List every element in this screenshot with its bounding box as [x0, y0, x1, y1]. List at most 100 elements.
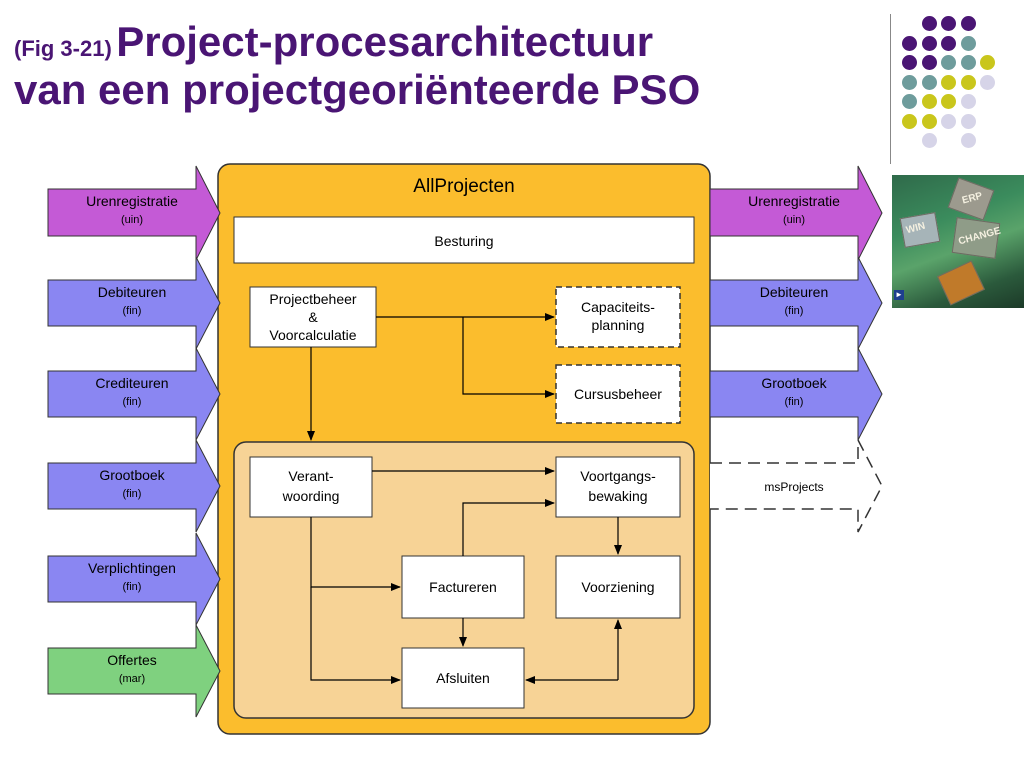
- input-name: Debiteuren: [98, 284, 167, 300]
- voortgang-line2: bewaking: [588, 488, 647, 504]
- decorative-dot: [921, 133, 937, 148]
- input-arrow-shape: [47, 624, 221, 718]
- input-arrow-crediteuren: Crediteuren (fin): [47, 347, 221, 441]
- decorative-dot: [960, 133, 976, 148]
- decorative-dot: [941, 113, 956, 129]
- projectbeheer-line2: &: [308, 309, 318, 325]
- input-arrow-offertes: Offertes (mar): [47, 624, 221, 718]
- input-name: Offertes: [107, 652, 157, 668]
- factureren-label: Factureren: [429, 579, 497, 595]
- output-name: msProjects: [764, 480, 823, 494]
- input-sub: (mar): [119, 673, 145, 685]
- input-sub: (fin): [123, 488, 142, 500]
- voortgang-line1: Voortgangs-: [580, 468, 656, 484]
- decorative-dot: [902, 35, 917, 51]
- decorative-dot: [960, 94, 976, 109]
- cursusbeheer-label: Cursusbeheer: [574, 386, 662, 402]
- decorative-dot: [921, 74, 937, 90]
- input-arrow-urenregistratie: Urenregistratie (uin): [47, 165, 221, 261]
- decorative-dot: [921, 94, 937, 109]
- input-arrow-shape: [47, 439, 221, 533]
- output-arrow-shape: [709, 256, 883, 350]
- voorziening-box: [555, 555, 681, 619]
- cursusbeheer-box: [555, 364, 681, 424]
- decorative-dot: [921, 113, 937, 129]
- output-arrow-shape: [709, 347, 883, 441]
- input-sub: (fin): [123, 396, 142, 408]
- decorative-dot: [980, 74, 995, 90]
- output-arrow-shape: [709, 165, 883, 261]
- output-sub: (fin): [785, 305, 804, 317]
- besturing-label: Besturing: [434, 233, 493, 249]
- figure-number: (Fig 3-21): [14, 36, 112, 61]
- input-arrow-shape: [47, 256, 221, 350]
- decorative-dot: [902, 113, 917, 129]
- decorative-dot: [921, 55, 937, 70]
- play-icon[interactable]: ►: [894, 290, 904, 300]
- decorative-dot: [960, 113, 976, 129]
- output-name: Urenregistratie: [748, 193, 840, 209]
- output-arrow-grootboek: Grootboek (fin): [709, 347, 883, 441]
- input-arrow-verplichtingen: Verplichtingen (fin): [47, 532, 221, 626]
- output-sub: (fin): [785, 396, 804, 408]
- input-arrow-shape: [47, 165, 221, 261]
- connectors: [307, 313, 622, 684]
- left-inputs: Urenregistratie (uin) Debiteuren (fin) C…: [47, 165, 221, 718]
- verantwoording-line2: woording: [282, 488, 340, 504]
- verantwoording-box: [249, 456, 373, 518]
- decorative-dot: [941, 74, 956, 90]
- input-name: Grootboek: [99, 467, 165, 483]
- decorative-dot: [960, 35, 976, 51]
- decorative-dot: [902, 94, 917, 109]
- decorative-dot: [902, 74, 917, 90]
- voorziening-label: Voorziening: [581, 579, 654, 595]
- input-name: Verplichtingen: [88, 560, 176, 576]
- output-arrow-msprojects: msProjects: [710, 439, 883, 533]
- input-sub: (uin): [121, 214, 143, 226]
- arrow-projectbeheer-cursus: [462, 317, 555, 398]
- decorative-dot: [980, 55, 995, 70]
- input-arrow-shape: [47, 532, 221, 626]
- projectbeheer-line3: Voorcalculatie: [269, 327, 356, 343]
- decorative-dot: [902, 55, 917, 70]
- afsluiten-label: Afsluiten: [436, 670, 490, 686]
- projectbeheer-box: [249, 286, 377, 348]
- input-sub: (fin): [123, 581, 142, 593]
- system-title: AllProjecten: [413, 176, 514, 197]
- title-line2: van een projectgeoriënteerde PSO: [14, 66, 701, 114]
- capaciteit-line1: Capaciteits-: [581, 299, 655, 315]
- projectbeheer-line1: Projectbeheer: [269, 291, 357, 307]
- capaciteit-line2: planning: [592, 317, 645, 333]
- output-arrow-urenregistratie: Urenregistratie (uin): [709, 165, 883, 261]
- decorative-dot: [941, 35, 956, 51]
- factureren-box: [401, 555, 525, 619]
- slide-title: (Fig 3-21) Project-procesarchitectuur va…: [14, 18, 700, 115]
- decorative-dot: [941, 16, 956, 31]
- besturing-box: [233, 216, 695, 264]
- title-main: Project-procesarchitectuur: [116, 18, 654, 65]
- input-arrow-debiteuren: Debiteuren (fin): [47, 256, 221, 350]
- erp-puzzle-image: ERP WIN CHANGE ►: [892, 175, 1024, 308]
- arrow-factureren-voortgang: [462, 499, 555, 556]
- decorative-dot: [921, 16, 937, 31]
- decorative-dot: [921, 35, 937, 51]
- output-arrow-debiteuren: Debiteuren (fin): [709, 256, 883, 350]
- output-sub: (uin): [783, 214, 805, 226]
- right-outputs: Urenregistratie (uin) Debiteuren (fin) G…: [709, 165, 883, 533]
- input-name: Crediteuren: [95, 375, 168, 391]
- afsluiten-box: [401, 647, 525, 709]
- output-name: Debiteuren: [760, 284, 829, 300]
- decorative-dot: [941, 55, 956, 70]
- output-name: Grootboek: [761, 375, 827, 391]
- header-divider: [890, 14, 891, 164]
- input-sub: (fin): [123, 305, 142, 317]
- decorative-dot: [960, 16, 976, 31]
- decorative-dot: [960, 55, 976, 70]
- voortgangsbewaking-box: [555, 456, 681, 518]
- arrow-verantwoording-afsluiten: [310, 587, 401, 684]
- capaciteitsplanning-box: [555, 286, 681, 348]
- input-arrow-grootboek: Grootboek (fin): [47, 439, 221, 533]
- input-arrow-shape: [47, 347, 221, 441]
- verantwoording-line1: Verant-: [288, 468, 333, 484]
